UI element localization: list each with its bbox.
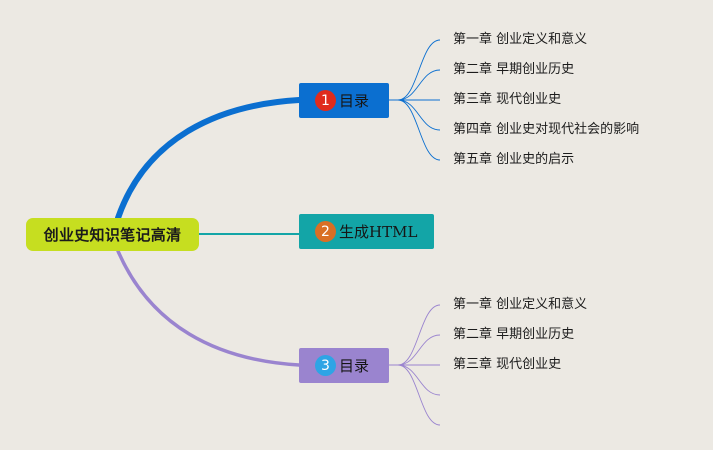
topic-node-3[interactable]: 3 目录 [299, 348, 389, 383]
leaf-node-1-3[interactable]: 第三章 现代创业史 [453, 92, 562, 107]
leaf-node-1-4[interactable]: 第四章 创业史对现代社会的影响 [453, 122, 640, 137]
root-node[interactable]: 创业史知识笔记高清 [26, 218, 199, 251]
number-badge-3: 3 [315, 355, 336, 376]
leaf-node-1-1[interactable]: 第一章 创业定义和意义 [453, 32, 588, 47]
leaf-link-1-2 [389, 69, 441, 101]
topic-label-2: 生成HTML [339, 223, 418, 241]
topic-node-1[interactable]: 1 目录 [299, 83, 389, 118]
leaf-link-1-4 [389, 99, 441, 131]
leaf-node-1-2[interactable]: 第二章 早期创业历史 [453, 62, 575, 77]
topic-node-2[interactable]: 2 生成HTML [299, 214, 434, 249]
topic-label-3: 目录 [339, 357, 370, 375]
leaf-node-1-5[interactable]: 第五章 创业史的启示 [453, 152, 575, 167]
leaf-link-1-5 [389, 99, 441, 161]
branch-link-1 [115, 97, 302, 221]
leaf-node-3-2[interactable]: 第二章 早期创业历史 [453, 327, 575, 342]
root-label: 创业史知识笔记高清 [43, 226, 182, 244]
number-badge-2: 2 [315, 221, 336, 242]
leaf-node-3-3[interactable]: 第三章 现代创业史 [453, 357, 562, 372]
number-badge-1: 1 [315, 90, 336, 111]
leaf-link-3-2 [389, 334, 441, 366]
leaf-link-3-4 [389, 364, 441, 396]
branch-link-3 [116, 249, 301, 367]
leaf-link-3-5 [389, 364, 441, 426]
leaf-node-3-1[interactable]: 第一章 创业定义和意义 [453, 297, 588, 312]
topic-label-1: 目录 [339, 92, 370, 110]
